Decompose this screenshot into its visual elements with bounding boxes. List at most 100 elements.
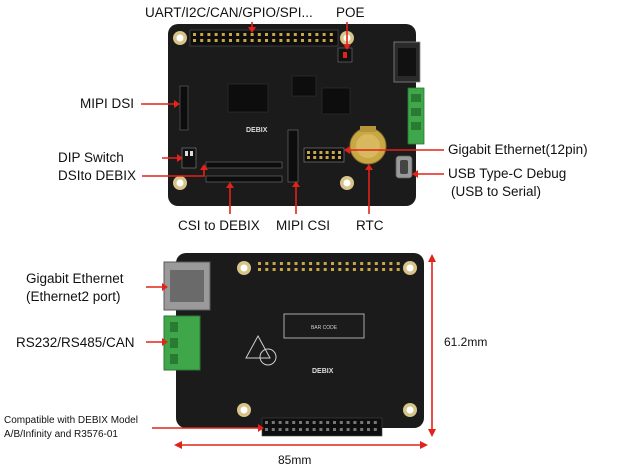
header-pin	[346, 428, 350, 431]
header-pin	[221, 39, 225, 42]
header-pin	[338, 268, 342, 271]
header-pin	[312, 428, 316, 431]
header-pin	[367, 428, 370, 431]
header-pin	[315, 33, 319, 36]
header-pin	[279, 39, 283, 42]
top-board-annotations	[141, 22, 444, 214]
header-pin	[313, 156, 317, 159]
chip	[291, 75, 317, 97]
header-pin	[325, 156, 329, 159]
header-pin	[305, 421, 309, 424]
header-pin	[221, 33, 225, 36]
header-pin	[294, 262, 298, 265]
header-pin	[331, 156, 335, 159]
header-pin	[294, 268, 298, 271]
bottom-long-header-pins	[265, 421, 377, 431]
bottom-long-header	[261, 417, 383, 437]
header-pin	[272, 39, 276, 42]
header-pin	[333, 421, 336, 424]
header-pin	[331, 268, 334, 271]
header-pin	[333, 428, 336, 431]
header-pin	[293, 39, 297, 42]
header-pin	[338, 262, 342, 265]
gigabit-12pin-pins	[307, 151, 341, 159]
mipi-dsi-connector	[179, 85, 189, 131]
label-compat-2: A/B/Infinity and R3576-01	[4, 429, 118, 440]
bottom-board-pcb	[176, 253, 424, 428]
header-pin	[265, 39, 268, 42]
header-pin	[272, 262, 276, 265]
gpio-header	[189, 29, 339, 47]
header-pin	[309, 268, 313, 271]
header-pin	[322, 39, 326, 42]
header-pin	[214, 33, 218, 36]
bottom-silk-logo: DEBIX	[312, 368, 334, 375]
label-dip-switch: DIP Switch	[58, 150, 124, 165]
header-pin	[236, 33, 240, 36]
csi-to-debix-connector	[205, 175, 283, 183]
header-pin	[307, 151, 310, 154]
header-pin	[316, 268, 320, 271]
header-pin	[346, 421, 350, 424]
top-board-pcb	[168, 24, 416, 206]
header-pin	[265, 428, 268, 431]
header-pin	[301, 262, 305, 265]
header-pin	[229, 33, 232, 36]
header-pin	[229, 39, 232, 42]
header-pin	[271, 428, 275, 431]
header-pin	[285, 428, 289, 431]
header-pin	[331, 262, 334, 265]
header-pin	[326, 428, 330, 431]
header-pin	[250, 33, 254, 36]
header-pin	[193, 39, 196, 42]
header-pin	[279, 268, 283, 271]
barcode-box	[283, 313, 365, 339]
header-pin	[360, 262, 364, 265]
header-pin	[322, 33, 326, 36]
label-uart: UART/I2C/CAN/GPIO/SPI...	[145, 5, 313, 20]
header-pin	[285, 421, 289, 424]
header-pin	[258, 268, 261, 271]
header-pin	[360, 421, 364, 424]
header-pin	[329, 39, 333, 42]
header-pin	[374, 268, 378, 271]
header-pin	[293, 33, 297, 36]
header-pin	[319, 421, 323, 424]
header-pin	[243, 33, 247, 36]
header-pin	[286, 33, 290, 36]
label-rs232: RS232/RS485/CAN	[16, 335, 135, 350]
chip	[227, 83, 269, 113]
header-pin	[271, 421, 275, 424]
header-pin	[279, 33, 283, 36]
header-pin	[309, 262, 313, 265]
header-pin	[292, 421, 296, 424]
header-pin	[396, 262, 400, 265]
header-pin	[316, 262, 320, 265]
header-pin	[207, 33, 211, 36]
header-pin	[265, 262, 269, 265]
header-pin	[353, 421, 357, 424]
dip-switch	[181, 147, 197, 169]
header-pin	[373, 428, 377, 431]
header-pin	[308, 33, 312, 36]
header-pin	[339, 428, 343, 431]
header-pin	[345, 262, 349, 265]
header-pin	[265, 268, 269, 271]
header-pin	[382, 262, 386, 265]
header-pin	[353, 428, 357, 431]
dsi-to-debix-connector	[205, 161, 283, 169]
header-pin	[250, 39, 254, 42]
header-pin	[193, 33, 196, 36]
header-pin	[292, 428, 296, 431]
header-pin	[382, 268, 386, 271]
header-pin	[299, 421, 302, 424]
gigabit-12pin-header	[303, 147, 345, 163]
header-pin	[265, 33, 268, 36]
header-pin	[319, 151, 323, 154]
bottom-board-annotations	[146, 254, 436, 449]
header-pin	[272, 268, 276, 271]
label-poe: POE	[336, 5, 365, 20]
header-pin	[374, 262, 378, 265]
header-pin	[287, 262, 291, 265]
no-symbol-icon	[259, 348, 277, 366]
